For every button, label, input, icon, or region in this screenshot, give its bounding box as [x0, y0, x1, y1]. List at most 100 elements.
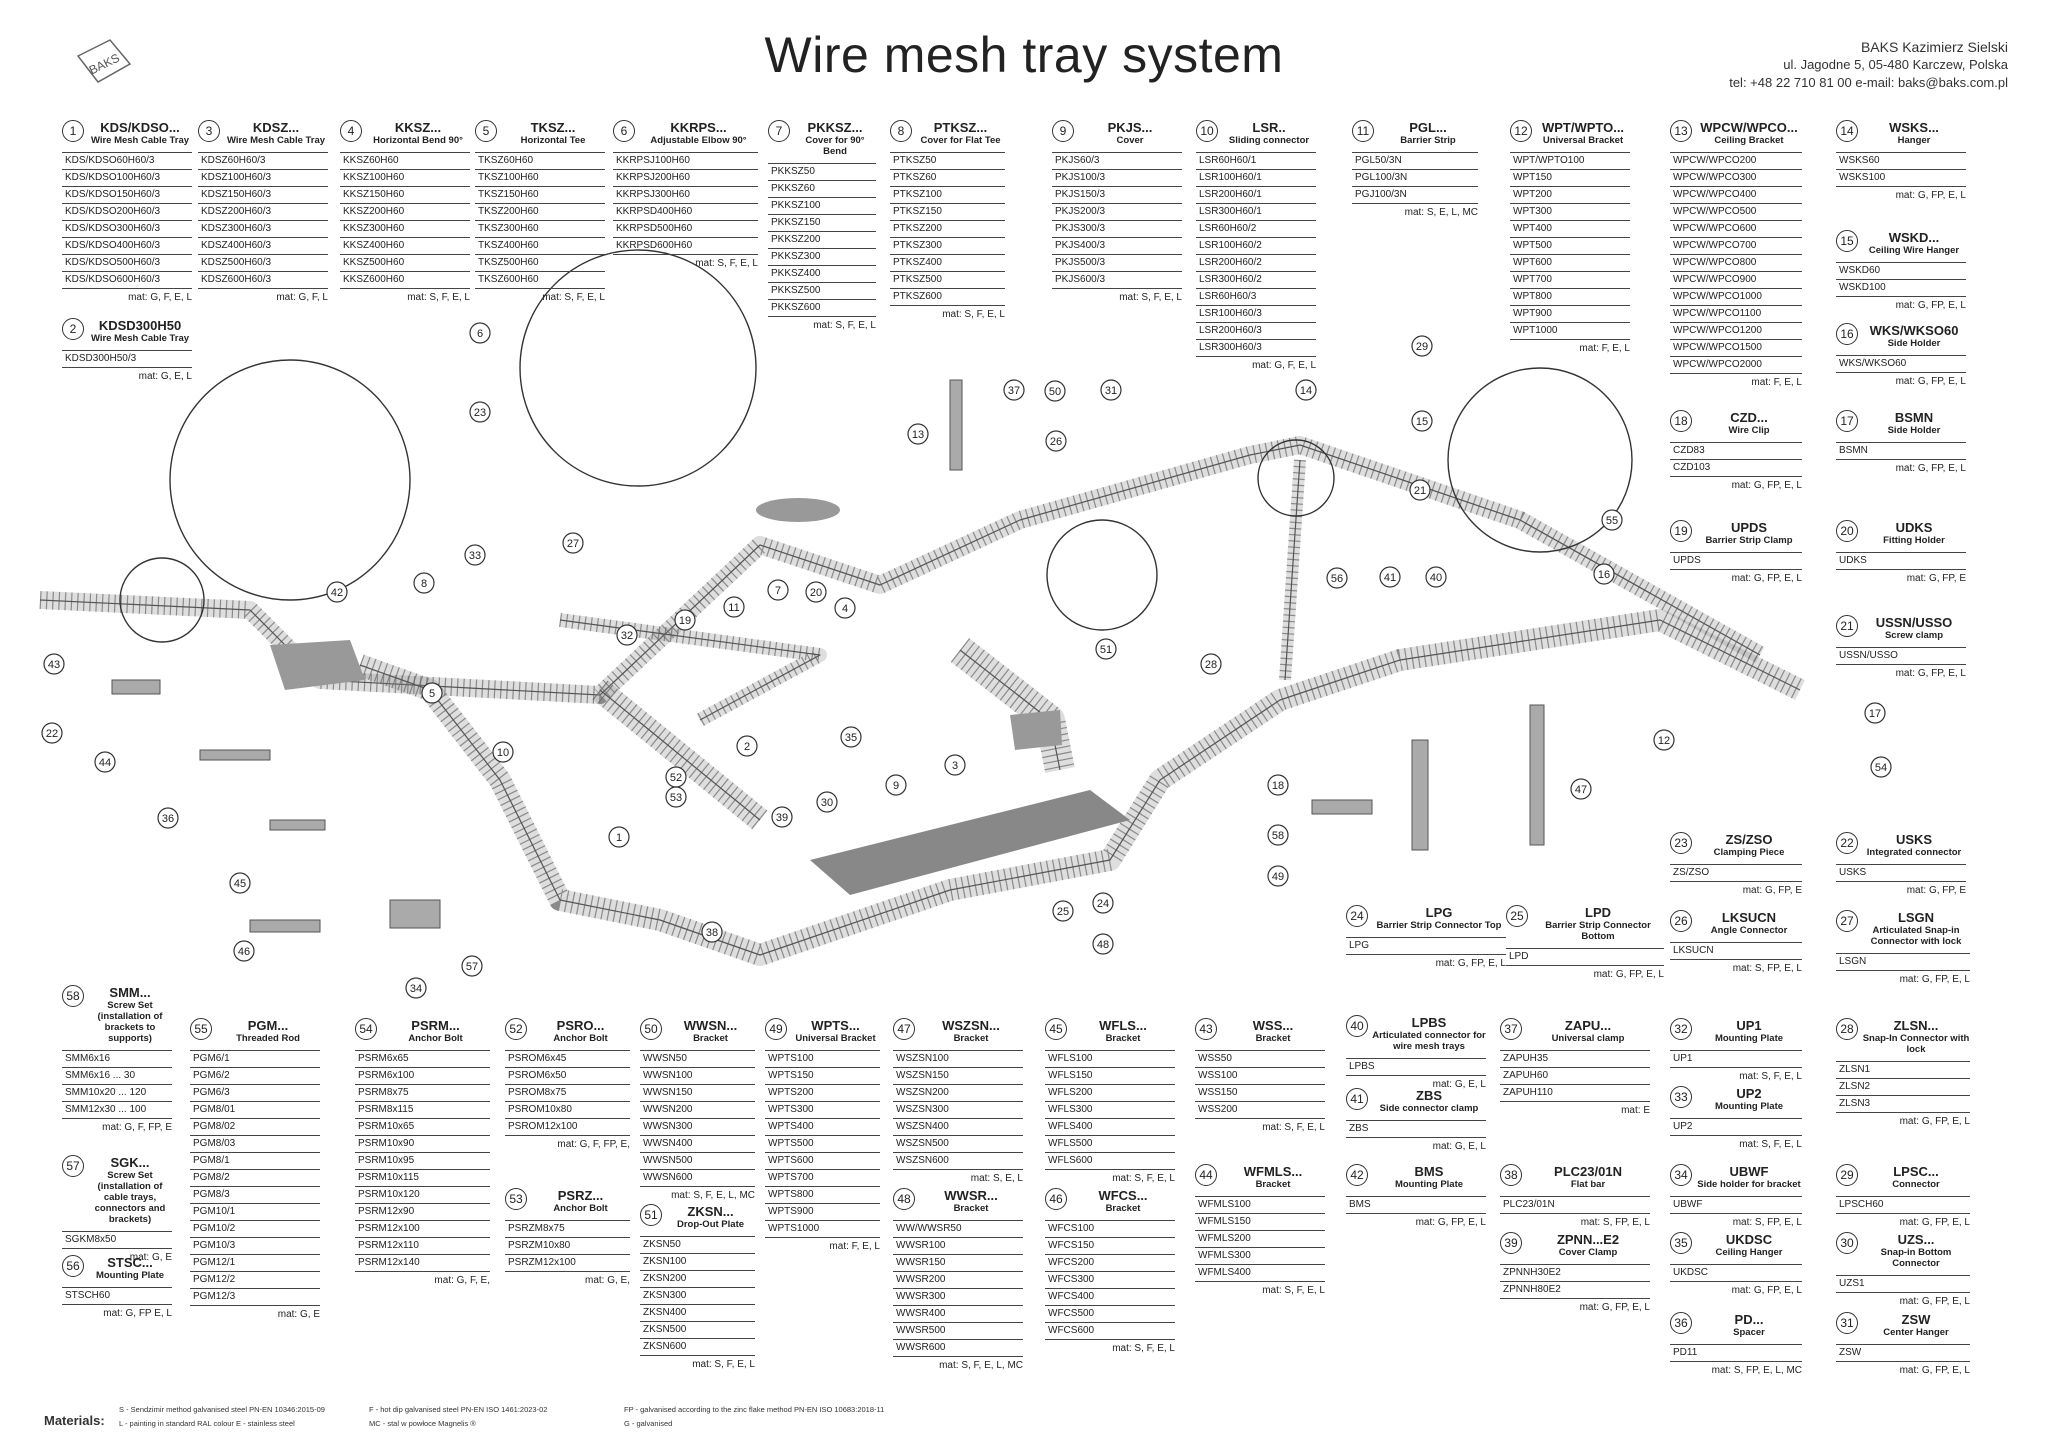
item-number-badge: 4 [340, 120, 362, 142]
callout-44: 44 [94, 751, 116, 773]
product-code: WWSN... [683, 1018, 738, 1033]
product-code: ZPNN...E2 [1556, 1232, 1620, 1247]
product-code: UDKS [1895, 520, 1933, 535]
variant-row: ZSW [1836, 1345, 1970, 1362]
item-number-badge: 48 [893, 1188, 915, 1210]
product-description: Wire Mesh Cable Tray [90, 135, 190, 146]
callout-28: 28 [1200, 653, 1222, 675]
product-description: Mounting Plate [1714, 1101, 1784, 1112]
callout-number: 9 [893, 780, 899, 792]
callout-number: 2 [744, 741, 750, 753]
variant-row: PGL50/3N [1352, 153, 1478, 170]
item-number-badge: 30 [1836, 1232, 1858, 1254]
page-title: Wire mesh tray system [764, 27, 1284, 83]
item-number-badge: 18 [1670, 410, 1692, 432]
product-code: BMS [1414, 1164, 1444, 1179]
variant-row: WPT900 [1510, 306, 1630, 323]
variant-row: KKSZ60H60 [340, 153, 470, 170]
callout-49: 49 [1267, 865, 1289, 887]
material-note: S - Sendzimir method galvanised steel PN… [119, 1405, 325, 1414]
callout-24: 24 [1092, 892, 1114, 914]
variant-row: STSCH60 [62, 1288, 172, 1305]
materials-label: Materials: [44, 1413, 105, 1428]
variant-row: WFLS600 [1045, 1153, 1175, 1170]
variant-row: WPT1000 [1510, 323, 1630, 340]
variant-row: WPCW/WPCO800 [1670, 255, 1802, 272]
callout-number: 12 [1658, 735, 1670, 747]
callout-58: 58 [1267, 824, 1289, 846]
product-code: WSS... [1252, 1018, 1294, 1033]
callout-36: 36 [157, 807, 179, 829]
material-codes: mat: S, F, E, L [692, 1359, 755, 1370]
callout-30: 30 [816, 791, 838, 813]
material-codes: mat: G, FP, E, L [1899, 1217, 1970, 1228]
block-title: WWSR...Bracket [919, 1188, 1023, 1214]
product-code: PSRO... [556, 1018, 605, 1033]
callout-number: 48 [1097, 939, 1109, 951]
variant-row: WPCW/WPCO1200 [1670, 323, 1802, 340]
variant-row: WPTS800 [765, 1187, 880, 1204]
variant-row: PGM6/1 [190, 1051, 320, 1068]
callout-number: 13 [912, 429, 924, 441]
material-codes: mat: G, E, L [1432, 1141, 1486, 1152]
callout-29: 29 [1411, 335, 1433, 357]
product-description: Connector [1892, 1179, 1940, 1190]
product-description: Cover Clamp [1558, 1247, 1618, 1258]
material-codes: mat: S, F, E, L [1112, 1343, 1175, 1354]
callout-21: 21 [1409, 479, 1431, 501]
product-description: Horizontal Bend 90° [373, 135, 463, 146]
callout-number: 49 [1272, 871, 1284, 883]
item-number-badge: 35 [1670, 1232, 1692, 1254]
block-title: ZLSN...Snap-In Connector with lock [1862, 1018, 1970, 1055]
callout-number: 20 [810, 587, 822, 599]
callout-47: 47 [1570, 778, 1592, 800]
item-number-badge: 14 [1836, 120, 1858, 142]
variant-row: UZS1 [1836, 1276, 1970, 1293]
product-code: LPD [1585, 905, 1611, 920]
variant-row: PGM10/1 [190, 1204, 320, 1221]
variant-row: PTKSZ200 [890, 221, 1005, 238]
callout-number: 24 [1097, 898, 1109, 910]
variant-row: WFCS150 [1045, 1238, 1175, 1255]
product-code: WWSR... [944, 1188, 998, 1203]
product-code: WPCW/WPCO... [1700, 120, 1798, 135]
variant-row: PSROM6x50 [505, 1068, 630, 1085]
variant-row: WPTS300 [765, 1102, 880, 1119]
item-number-badge: 50 [640, 1018, 662, 1040]
material-codes: mat: G, FP, E, L [1731, 1285, 1802, 1296]
product-code: ZS/ZSO [1725, 832, 1773, 847]
variant-list: UDKS [1836, 552, 1966, 570]
material-codes: mat: G, FP, E, L [1899, 1365, 1970, 1376]
product-description: Wire Mesh Cable Tray [226, 135, 326, 146]
callout-31: 31 [1100, 379, 1122, 401]
variant-row: TKSZ150H60 [475, 187, 605, 204]
callout-number: 36 [162, 813, 174, 825]
material-codes: mat: G, FP, E, L [1895, 376, 1966, 387]
variant-row: PKJS60/3 [1052, 153, 1182, 170]
variant-row: WPTS900 [765, 1204, 880, 1221]
variant-row: WFLS500 [1045, 1136, 1175, 1153]
variant-row: WSZSN300 [893, 1102, 1023, 1119]
material-codes: mat: G, FP, E [1742, 885, 1802, 896]
material-codes: mat: S, F, E, L [407, 292, 470, 303]
product-description: Side Holder [1887, 338, 1941, 349]
product-code: ZKSN... [687, 1204, 734, 1219]
item-number-badge: 58 [62, 985, 84, 1007]
